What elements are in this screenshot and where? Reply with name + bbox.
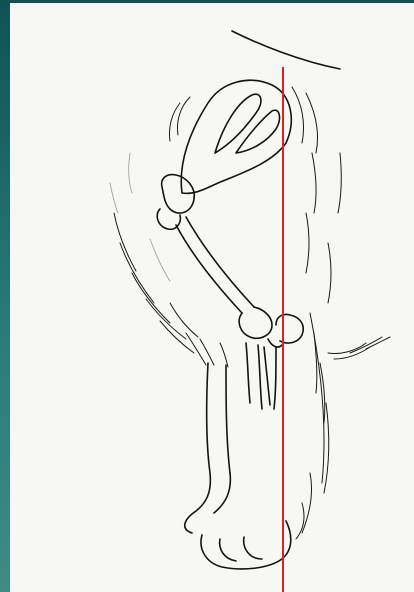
chest-fur-strokes bbox=[110, 97, 228, 367]
elbow-joint bbox=[239, 307, 303, 347]
leg-skeleton-drawing bbox=[10, 3, 414, 592]
fur-strokes bbox=[292, 87, 390, 539]
scapula bbox=[181, 80, 291, 193]
body-contour bbox=[232, 31, 340, 69]
humerus bbox=[157, 209, 254, 313]
forearm-bones bbox=[246, 343, 276, 409]
drawing-sheet bbox=[10, 3, 414, 592]
